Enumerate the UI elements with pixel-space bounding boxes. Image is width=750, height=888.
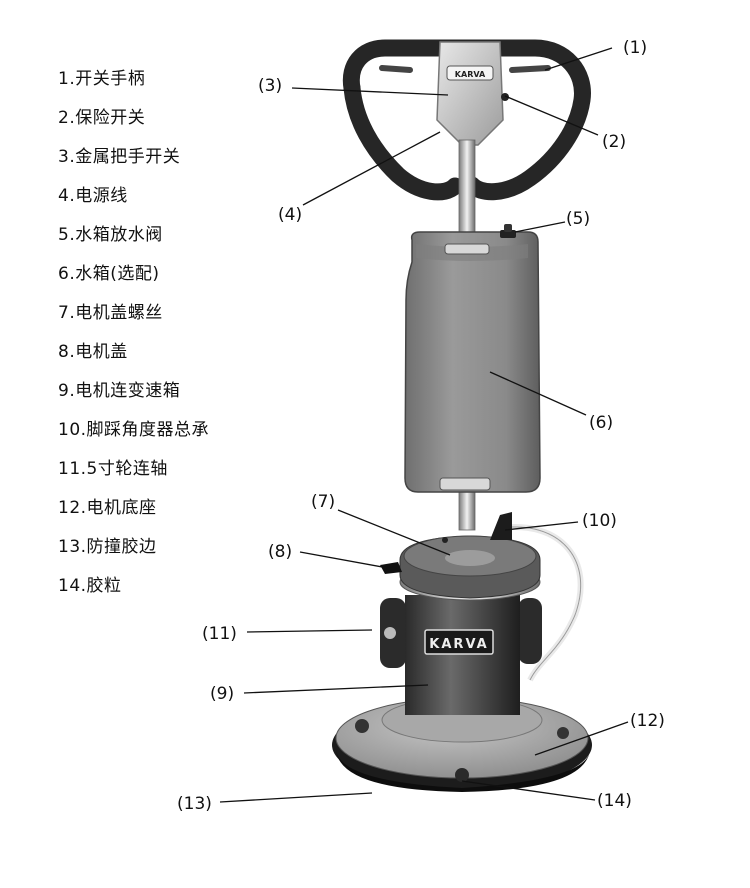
water-tank [404, 231, 541, 493]
legend-item: 1.开关手柄 [58, 69, 146, 89]
leader-12 [534, 721, 629, 756]
leader-8 [299, 551, 389, 569]
leader-5 [514, 221, 566, 233]
leader-6 [489, 371, 587, 416]
leader-9 [243, 684, 429, 694]
legend-item: 9.电机连变速箱 [58, 381, 181, 401]
legend-item: 11.5寸轮连轴 [58, 459, 168, 479]
leader-13 [219, 792, 373, 803]
motor-gearbox: KARVA [405, 595, 520, 715]
leader-4 [302, 131, 441, 206]
metal-switch-plate [436, 41, 504, 146]
pedal-assembly [380, 512, 512, 574]
callout-9: (9) [210, 684, 235, 704]
callout-10: (10) [582, 511, 617, 531]
parts-legend: 1.开关手柄 2.保险开关 3.金属把手开关 4.电源线 5.水箱放水阀 6.水… [58, 60, 209, 606]
legend-item: 5.水箱放水阀 [58, 225, 163, 245]
motor-cover [399, 535, 541, 601]
rubber-bumper [336, 750, 590, 792]
legend-item: 2.保险开关 [58, 108, 146, 128]
motor-base [332, 697, 592, 790]
motor-brand-text: KARVA [429, 637, 488, 652]
leader-14 [461, 780, 596, 801]
leader-lines [219, 47, 629, 803]
brand-plate [446, 65, 494, 81]
legend-item: 14.胶粒 [58, 576, 122, 596]
legend-item: 4.电源线 [58, 186, 128, 206]
safety-switch [501, 93, 509, 101]
leader-3 [291, 87, 449, 96]
legend-item: 13.防撞胶边 [58, 537, 157, 557]
plate-brand-text: KARVA [455, 70, 486, 79]
wheels [380, 598, 542, 668]
callout-14: (14) [597, 791, 632, 811]
callout-5: (5) [566, 209, 591, 229]
callout-6: (6) [589, 413, 614, 433]
callout-12: (12) [630, 711, 665, 731]
legend-item: 8.电机盖 [58, 342, 128, 362]
callout-4: (4) [278, 205, 303, 225]
callout-2: (2) [602, 132, 627, 152]
leader-7 [337, 509, 451, 556]
legend-item: 7.电机盖螺丝 [58, 303, 163, 323]
legend-item: 12.电机底座 [58, 498, 157, 518]
drain-valve [500, 224, 516, 238]
legend-item: 3.金属把手开关 [58, 147, 181, 167]
callout-3: (3) [258, 76, 283, 96]
leader-2 [504, 95, 599, 136]
callout-13: (13) [177, 794, 212, 814]
handle-bar [342, 39, 591, 201]
callout-7: (7) [311, 492, 336, 512]
leader-11 [246, 629, 373, 633]
callout-8: (8) [268, 542, 293, 562]
callout-11: (11) [202, 624, 237, 644]
legend-item: 6.水箱(选配) [58, 264, 160, 284]
leader-1 [544, 47, 613, 71]
leader-10 [504, 521, 579, 531]
legend-item: 10.脚踩角度器总承 [58, 420, 210, 440]
callout-1: (1) [623, 38, 648, 58]
